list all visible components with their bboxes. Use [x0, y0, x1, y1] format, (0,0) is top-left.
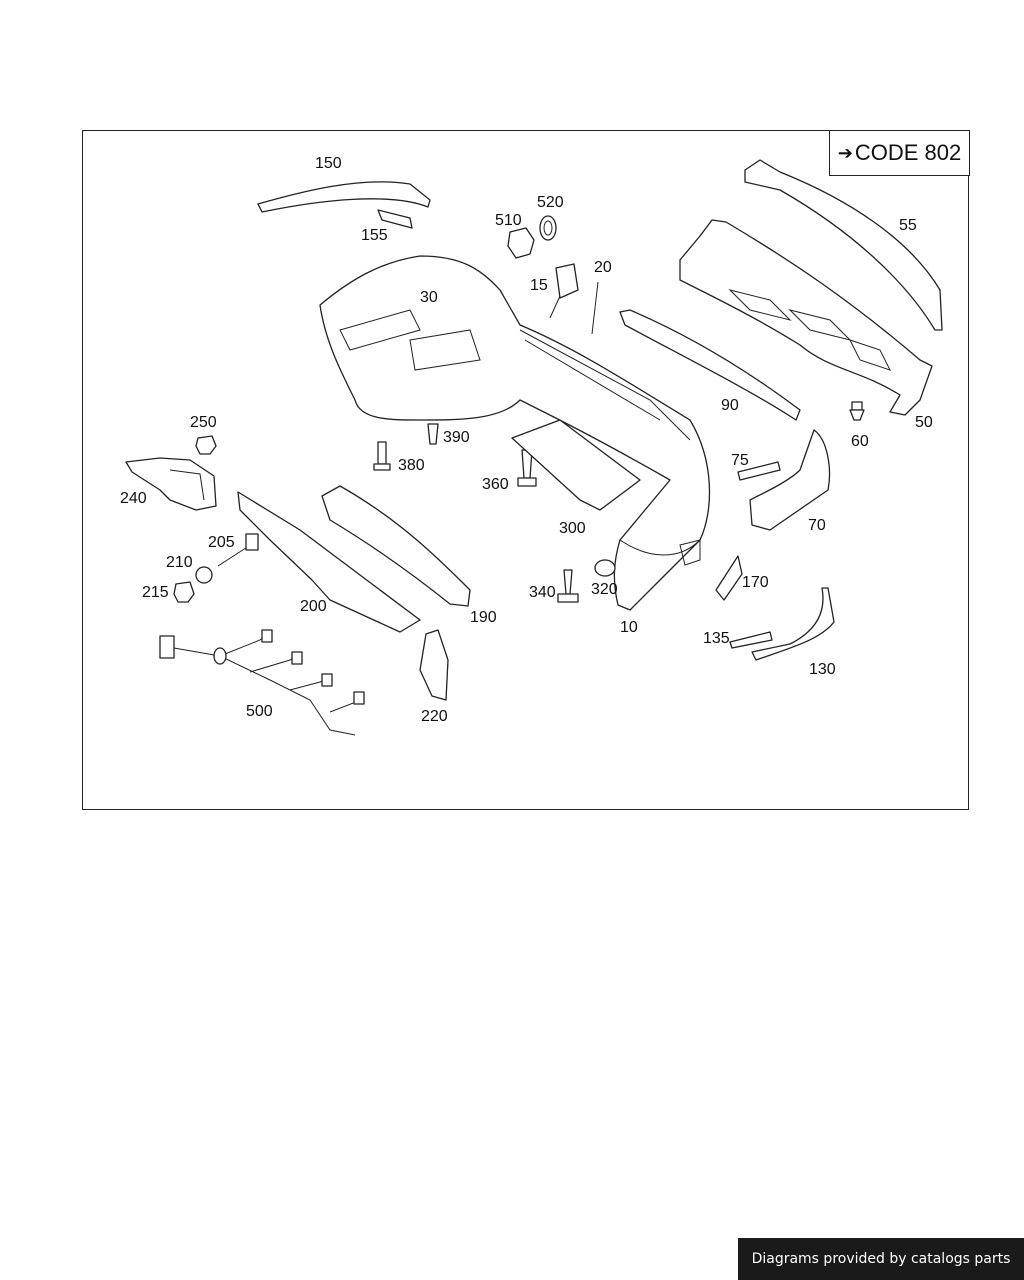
part-340-screw: [557, 569, 579, 603]
callout-130: 130: [809, 661, 836, 678]
callout-135: 135: [703, 630, 730, 647]
part-135-clip: [729, 631, 773, 649]
part-170-cap: [715, 555, 743, 601]
part-155-clip: [377, 209, 413, 229]
footer-attribution: Diagrams provided by catalogs parts: [738, 1238, 1024, 1280]
callout-75: 75: [731, 452, 749, 469]
callout-55: 55: [899, 217, 917, 234]
callout-240: 240: [120, 490, 147, 507]
callout-170: 170: [742, 574, 769, 591]
callout-20: 20: [594, 259, 612, 276]
part-70-side-panel: [749, 429, 831, 531]
part-15-bracket: [549, 263, 579, 319]
part-220-bracket: [419, 629, 449, 701]
part-75-clip: [737, 461, 781, 481]
callout-90: 90: [721, 397, 739, 414]
part-60-bolt: [849, 401, 865, 421]
callout-250: 250: [190, 414, 217, 431]
part-520-ring: [539, 215, 557, 241]
callout-320: 320: [591, 581, 618, 598]
part-130-lower-trim: [751, 587, 835, 661]
callout-215: 215: [142, 584, 169, 601]
callout-30: 30: [420, 289, 438, 306]
callout-360: 360: [482, 476, 509, 493]
callout-220: 220: [421, 708, 448, 725]
part-30-bumper-cover: [319, 255, 711, 611]
callout-500: 500: [246, 703, 273, 720]
part-215-nut: [173, 581, 195, 603]
part-380-bolt: [373, 441, 391, 471]
part-390-screw: [427, 423, 439, 445]
part-50-diffuser: [679, 219, 933, 416]
part-510-sensor: [507, 227, 535, 259]
part-250-nut: [195, 435, 217, 455]
part-200-absorber: [237, 491, 421, 633]
part-500-wiring-harness: [159, 629, 365, 736]
callout-210: 210: [166, 554, 193, 571]
part-300-reinforcement: [511, 419, 641, 511]
callout-300: 300: [559, 520, 586, 537]
part-20-rod: [591, 281, 599, 335]
part-55-upper-strip: [744, 159, 943, 331]
part-210-washer: [195, 566, 213, 584]
part-190-bracket: [321, 485, 471, 607]
callout-520: 520: [537, 194, 564, 211]
callout-340: 340: [529, 584, 556, 601]
callout-60: 60: [851, 433, 869, 450]
diagram-frame: [82, 130, 969, 810]
part-205-bolt: [217, 533, 259, 567]
callout-155: 155: [361, 227, 388, 244]
callout-510: 510: [495, 212, 522, 229]
part-320-grommet: [594, 559, 616, 577]
code-label-box: ➔ CODE 802: [829, 130, 970, 176]
callout-380: 380: [398, 457, 425, 474]
callout-10: 10: [620, 619, 638, 636]
arrow-right-icon: ➔: [837, 142, 853, 163]
callout-15: 15: [530, 277, 548, 294]
callout-70: 70: [808, 517, 826, 534]
callout-200: 200: [300, 598, 327, 615]
callout-390: 390: [443, 429, 470, 446]
callout-150: 150: [315, 155, 342, 172]
code-label: CODE 802: [854, 140, 962, 165]
part-150-trim-strip: [257, 181, 431, 213]
callout-190: 190: [470, 609, 497, 626]
callout-50: 50: [915, 414, 933, 431]
part-240-bracket: [125, 457, 217, 511]
part-90-strip: [619, 309, 801, 421]
callout-205: 205: [208, 534, 235, 551]
